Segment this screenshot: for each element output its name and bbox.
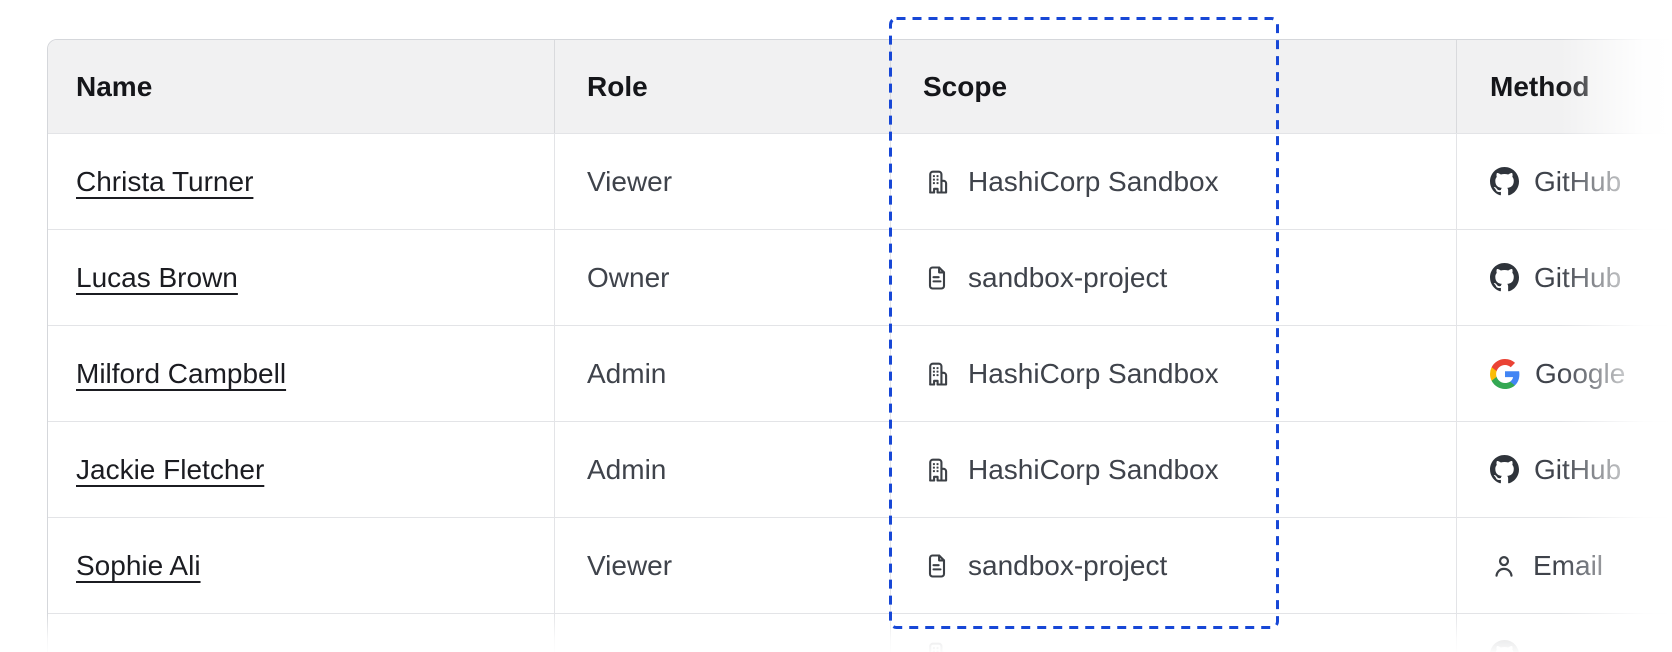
user-name-link[interactable]: Christa Turner [76, 165, 254, 197]
user-name-link[interactable]: Lucas Brown [76, 261, 238, 293]
project-icon [923, 552, 951, 580]
user-name-link[interactable]: Sophie Ali [76, 549, 201, 581]
users-table: Name Role Scope Method Christa Turner Vi… [47, 39, 1672, 652]
scope-cell: HashiCorp Sandbox [890, 325, 1456, 421]
role-value: Viewer [587, 165, 673, 197]
github-icon [1490, 167, 1519, 196]
user-icon [1490, 552, 1518, 580]
table-row: Sophie Ali Viewer sandbox-project Email [48, 517, 1672, 613]
role-value: Admin [587, 357, 667, 389]
name-cell: Jackie Fletcher [48, 421, 554, 517]
scope-value: HashiCorp Sandbox [968, 453, 1219, 485]
column-header-role-label: Role [587, 70, 648, 102]
bottom-fade-overlay [0, 614, 1672, 652]
role-cell: Viewer [554, 133, 890, 229]
column-header-role: Role [554, 40, 890, 133]
scope-cell: HashiCorp Sandbox [890, 133, 1456, 229]
role-value: Viewer [587, 549, 673, 581]
scope-cell: sandbox-project [890, 229, 1456, 325]
column-header-name: Name [48, 40, 554, 133]
google-icon [1490, 359, 1520, 389]
role-cell: Admin [554, 325, 890, 421]
role-cell: Owner [554, 229, 890, 325]
scope-value: sandbox-project [968, 261, 1168, 293]
column-header-scope: Scope [890, 40, 1456, 133]
project-icon [923, 264, 951, 292]
table-row: Lucas Brown Owner sandbox-project GitHub [48, 229, 1672, 325]
name-cell: Lucas Brown [48, 229, 554, 325]
role-value: Owner [587, 261, 670, 293]
right-scroll-fade-overlay [1560, 0, 1672, 652]
table-row: Milford Campbell Admin HashiCorp Sandbox… [48, 325, 1672, 421]
table-row: Christa Turner Viewer HashiCorp Sandbox … [48, 133, 1672, 229]
user-name-link[interactable]: Milford Campbell [76, 357, 287, 389]
name-cell: Sophie Ali [48, 517, 554, 613]
scope-cell: sandbox-project [890, 517, 1456, 613]
column-header-scope-label: Scope [923, 70, 1008, 102]
table-header-row: Name Role Scope Method [48, 40, 1672, 133]
user-name-link[interactable]: Jackie Fletcher [76, 453, 265, 485]
name-cell: Milford Campbell [48, 325, 554, 421]
role-cell: Admin [554, 421, 890, 517]
github-icon [1490, 455, 1519, 484]
github-icon [1490, 263, 1519, 292]
scope-value: HashiCorp Sandbox [968, 357, 1219, 389]
role-value: Admin [587, 453, 667, 485]
table-row: Jackie Fletcher Admin HashiCorp Sandbox … [48, 421, 1672, 517]
scope-value: HashiCorp Sandbox [968, 165, 1219, 197]
organization-icon [923, 360, 951, 388]
name-cell: Christa Turner [48, 133, 554, 229]
scope-cell: HashiCorp Sandbox [890, 421, 1456, 517]
column-header-name-label: Name [76, 70, 153, 102]
organization-icon [923, 168, 951, 196]
name-cell [48, 613, 554, 652]
scope-value: sandbox-project [968, 549, 1168, 581]
organization-icon [923, 456, 951, 484]
role-cell: Viewer [554, 517, 890, 613]
